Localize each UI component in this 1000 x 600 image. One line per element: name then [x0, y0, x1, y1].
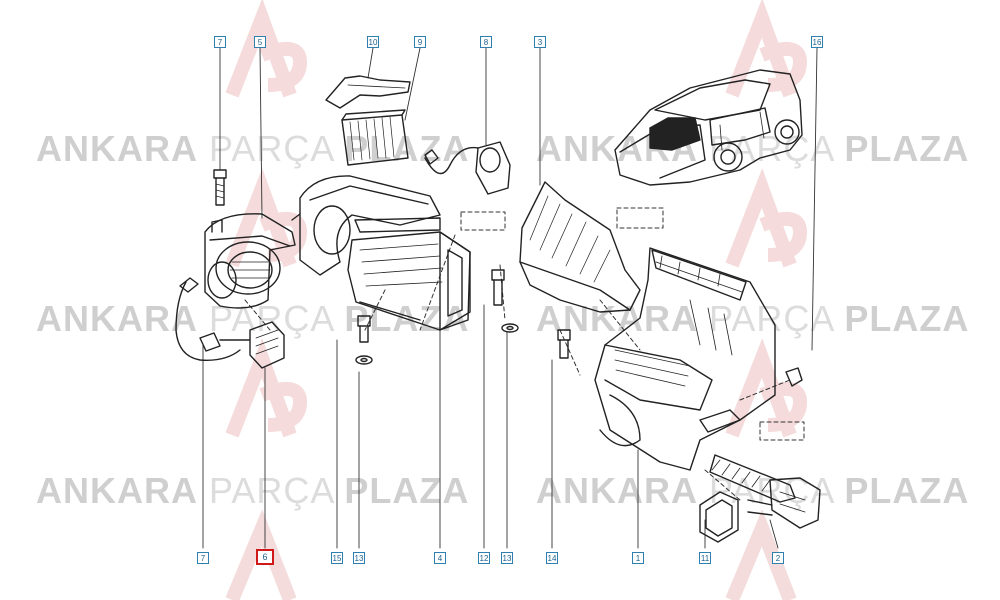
callout-4-bottom[interactable]: 4 — [434, 552, 446, 564]
callout-15-bottom[interactable]: 15 — [331, 552, 343, 564]
assembly-dashes — [244, 207, 805, 501]
blower-motor-housing — [175, 169, 296, 369]
pollen-filter — [341, 109, 409, 166]
callout-12-bottom[interactable]: 12 — [478, 552, 490, 564]
fasteners — [355, 269, 571, 365]
callout-9-top[interactable]: 9 — [414, 36, 426, 48]
callout-13-bottom-a[interactable]: 13 — [353, 552, 365, 564]
watermark-word: ANKARA — [536, 470, 698, 511]
watermark-word: PLAZA — [844, 298, 970, 339]
car-illustration — [614, 69, 803, 186]
watermark-word: PLAZA — [844, 470, 970, 511]
distribution-housing — [347, 231, 471, 331]
watermark-word: ANKARA — [36, 470, 198, 511]
callout-5-top[interactable]: 5 — [254, 36, 266, 48]
callout-14-bottom[interactable]: 14 — [546, 552, 558, 564]
recirculation-motor — [424, 141, 511, 195]
watermark-word: ANKARA — [36, 298, 198, 339]
watermark-word: PLAZA — [344, 470, 470, 511]
watermark-word: PARÇA — [209, 128, 334, 169]
watermark-word: ANKARA — [536, 298, 698, 339]
filter-cover — [325, 75, 411, 109]
heater-unit-body — [594, 247, 803, 471]
watermark-text: ANKARA PARÇA PLAZA — [536, 298, 969, 340]
callout-6-bottom-selected[interactable]: 6 — [256, 549, 274, 565]
air-inlet-housing — [291, 175, 441, 276]
callout-7-bottom[interactable]: 7 — [197, 552, 209, 564]
callout-10-top[interactable]: 10 — [367, 36, 379, 48]
callout-8-top[interactable]: 8 — [480, 36, 492, 48]
callout-3-top[interactable]: 3 — [534, 36, 546, 48]
watermark-word: PARÇA — [209, 298, 334, 339]
callout-1-bottom[interactable]: 1 — [632, 552, 644, 564]
watermark-word: ANKARA — [36, 128, 198, 169]
watermark-text: ANKARA PARÇA PLAZA — [36, 470, 469, 512]
callout-13-bottom-b[interactable]: 13 — [501, 552, 513, 564]
callout-2-bottom[interactable]: 2 — [772, 552, 784, 564]
watermark-word: PARÇA — [709, 128, 834, 169]
seal-gasket — [699, 491, 739, 543]
leader-lines — [202, 47, 818, 549]
watermark-word: PARÇA — [209, 470, 334, 511]
callout-7-top[interactable]: 7 — [214, 36, 226, 48]
callout-16-top[interactable]: 16 — [811, 36, 823, 48]
watermark-text: ANKARA PARÇA PLAZA — [36, 298, 469, 340]
callout-11-bottom[interactable]: 11 — [699, 552, 711, 564]
air-duct — [519, 181, 641, 313]
watermark-word: PLAZA — [844, 128, 970, 169]
heater-core-pipes — [709, 454, 821, 529]
